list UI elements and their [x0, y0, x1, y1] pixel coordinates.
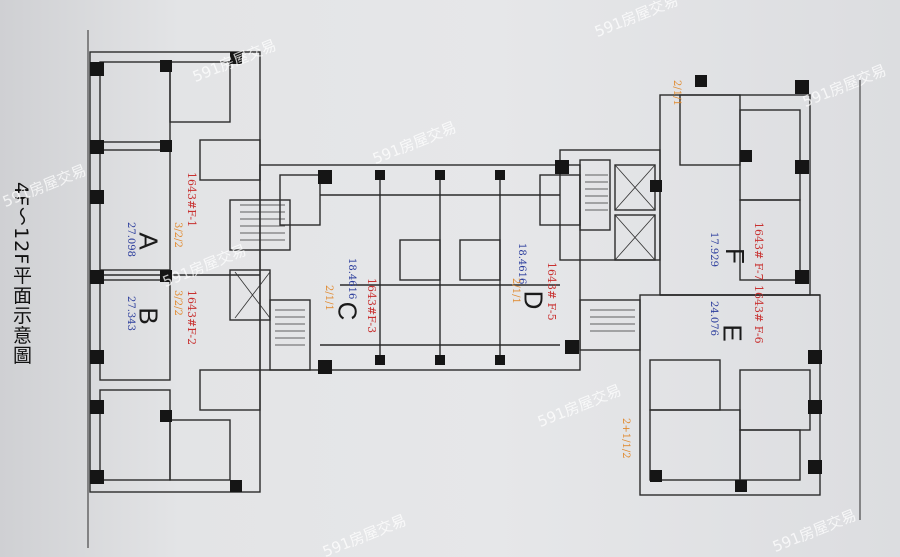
- unit-c-code: 1643#F-3: [365, 278, 378, 334]
- unit-a-code: 1643#F-1: [185, 172, 198, 228]
- unit-d-layout: 2/1/1: [510, 278, 521, 304]
- unit-b-area: 27.343: [125, 296, 136, 331]
- unit-f-code: 1643# F-7: [752, 222, 765, 281]
- unit-b-letter: B: [133, 307, 164, 325]
- unit-d-code: 1643# F-5: [545, 262, 558, 321]
- unit-c-layout: 2/1/1: [323, 285, 334, 311]
- floor-plan-title: 4F～12F平面示意圖: [10, 182, 32, 366]
- unit-e-code: 1643# F-6: [752, 285, 765, 344]
- unit-e-area: 24.076: [708, 301, 719, 336]
- unit-c-letter: C: [332, 301, 363, 321]
- unit-b-layout: 3/2/2: [172, 290, 183, 316]
- unit-f-area: 17.929: [708, 232, 719, 267]
- unit-e-letter: E: [717, 324, 748, 342]
- unit-a-layout: 3/2/2: [172, 222, 183, 248]
- unit-d-letter: D: [518, 290, 549, 310]
- unit-e-layout: 2+1/1/2: [620, 418, 631, 459]
- unit-f-layout: 2/1/1: [671, 80, 682, 106]
- unit-f-letter: F: [719, 248, 750, 264]
- unit-d-area: 18.4616: [516, 243, 527, 285]
- unit-a-letter: A: [133, 232, 164, 250]
- unit-c-area: 18.4616: [346, 258, 357, 300]
- unit-b-code: 1643#F-2: [185, 290, 198, 346]
- unit-a-area: 27.098: [125, 222, 136, 257]
